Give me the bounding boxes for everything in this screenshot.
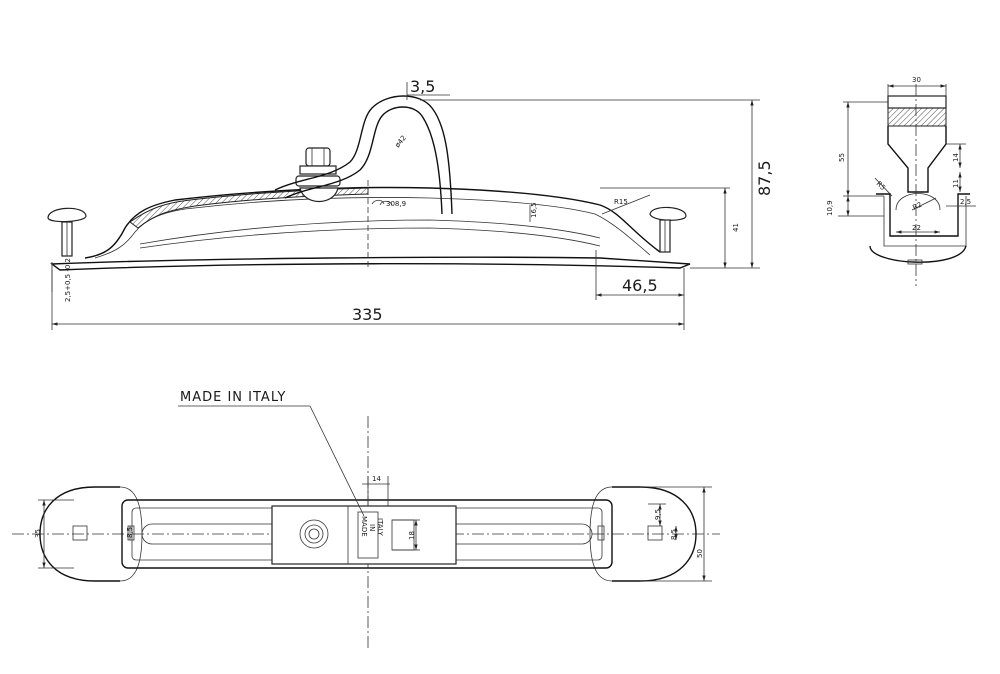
dim-radius-r15: R15 (614, 198, 628, 206)
dim-end: 46,5 (622, 276, 658, 295)
dim-41: 41 (732, 223, 740, 232)
top-dim-50: 50 (696, 549, 704, 558)
end-dim-14: 14 (952, 153, 960, 162)
dim-tolerance: 2,5+0,5 -0,2 (64, 258, 72, 302)
dim-16-5: 16,5 (530, 202, 538, 218)
top-dim-8-5-left: 8,5 (126, 527, 134, 538)
top-dim-14: 14 (372, 475, 381, 483)
top-dim-18: 18 (408, 531, 416, 540)
top-dim-8-5-right: 8,5 (670, 529, 678, 540)
top-dim-9-5: 9,5 (654, 509, 662, 520)
top-view: MADE IN ITALY MADE IN ITALY 14 18 35 8,5… (12, 390, 720, 648)
top-dim-35: 35 (34, 529, 42, 538)
made-in-italy-note: MADE IN ITALY (180, 390, 286, 405)
end-dim-r5: R5 (875, 180, 887, 192)
end-dim-55: 55 (838, 153, 846, 162)
dim-height: 87,5 (755, 160, 774, 196)
dim-radius-308: 308,9 (386, 200, 406, 208)
end-dim-10-9: 10,9 (826, 200, 834, 216)
end-dim-11: 11 (952, 179, 960, 188)
dim-dia-42: ø42 (393, 134, 408, 149)
stamp-line1: MADE (360, 516, 368, 537)
end-dim-2-5: 2,5 (960, 198, 971, 206)
stamp-line3: ITALY (376, 518, 384, 537)
end-dim-30: 30 (912, 76, 921, 84)
end-view: 30 55 14 11 10,9 R5 R2 2,5 22 (826, 76, 976, 286)
end-dim-22: 22 (912, 224, 921, 232)
side-view: 335 46,5 87,5 41 3,5 R15 308,9 ø42 16,5 … (47, 77, 774, 330)
dim-overall-length: 335 (352, 305, 383, 324)
dim-top-offset: 3,5 (410, 77, 435, 96)
stamp-line2: IN (368, 524, 376, 531)
end-dim-r2: R2 (911, 201, 923, 212)
